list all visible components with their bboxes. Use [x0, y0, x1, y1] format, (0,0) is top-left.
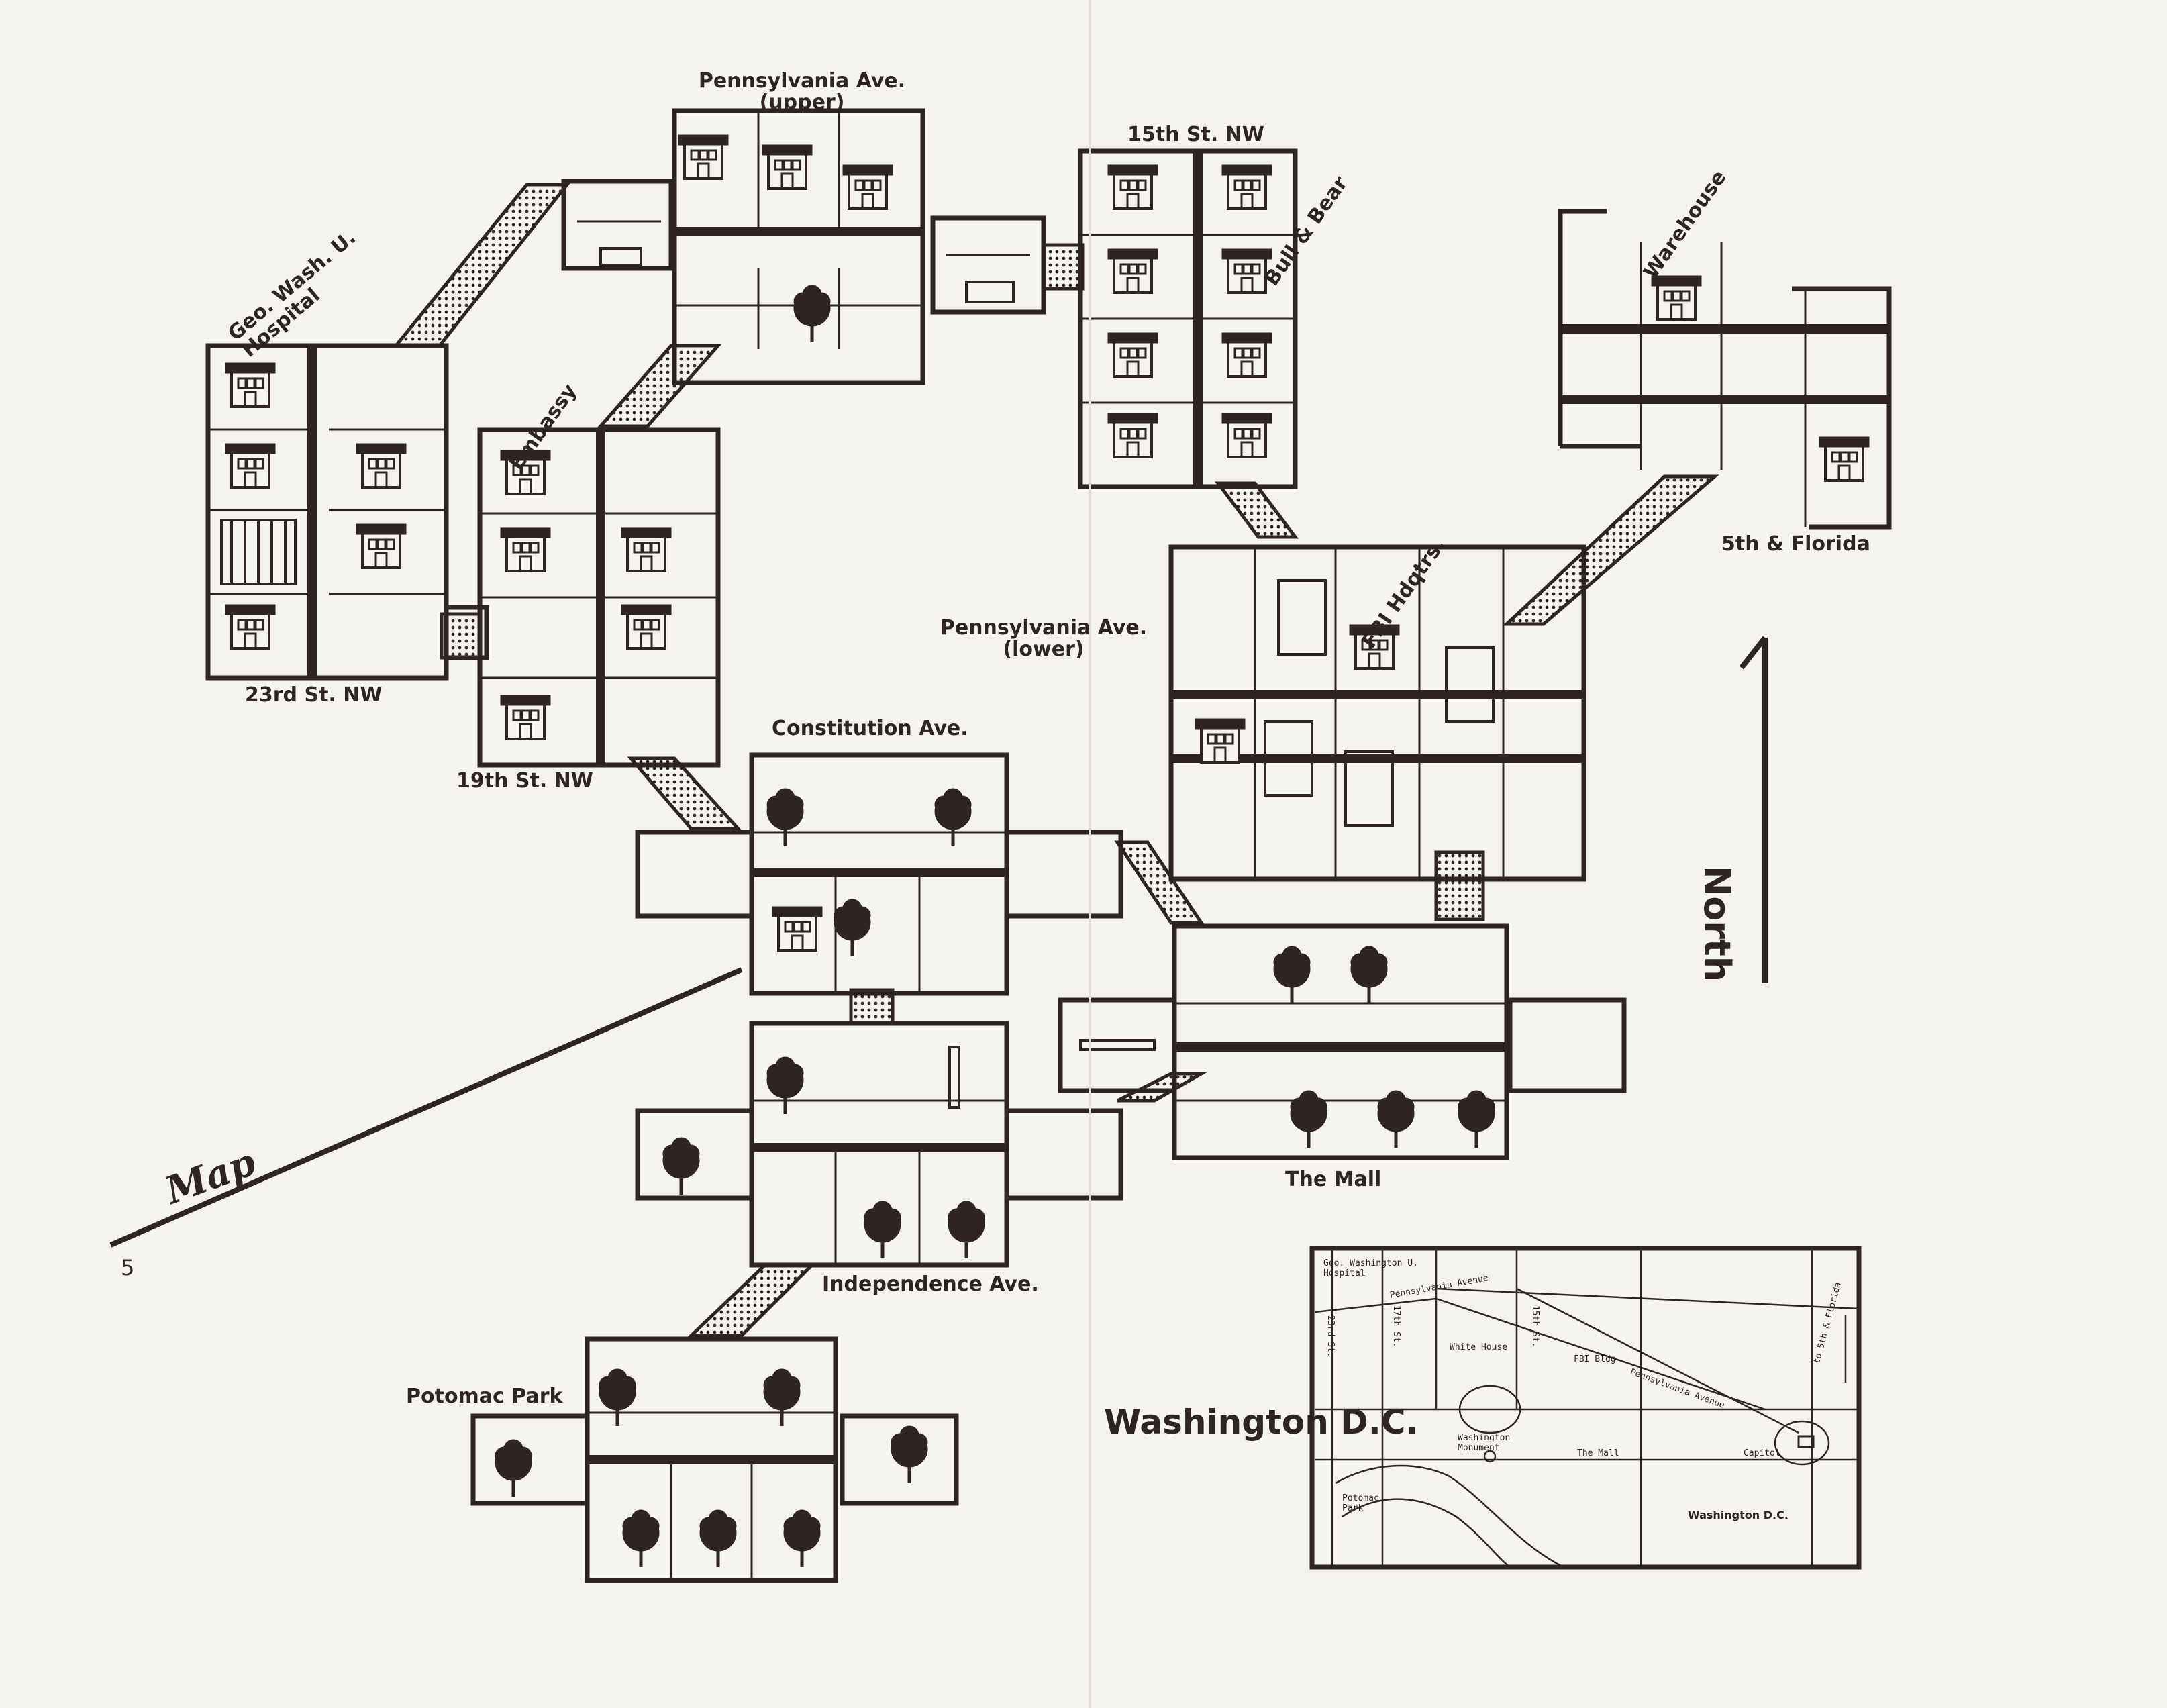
block-small-const-e [1004, 830, 1123, 919]
block-penn-lower [1168, 544, 1586, 882]
inset-label-hospital: Geo. Washington U. Hospital [1323, 1258, 1418, 1278]
inset-label-white-house: White House [1450, 1342, 1508, 1352]
block-independence [749, 1021, 1009, 1268]
block-small-pot-w [470, 1413, 590, 1506]
block-potomac [585, 1336, 838, 1583]
block-15th [1078, 148, 1298, 489]
inset-label-15th: 15th St. [1530, 1305, 1540, 1348]
inset-label-capitol: Capitol [1744, 1448, 1780, 1458]
block-small-ind-w [635, 1108, 754, 1201]
label-constitution: Constitution Ave. [772, 717, 968, 740]
map-underline [109, 967, 743, 1248]
inset-title: Washington D.C. [1104, 1403, 1419, 1442]
label-5th-florida: 5th & Florida [1721, 532, 1870, 556]
label-19th: 19th St. NW [456, 769, 593, 793]
label-potomac: Potomac Park [406, 1385, 563, 1408]
block-small-mall-e [1507, 997, 1627, 1093]
block-mall [1172, 923, 1509, 1160]
block-geo-wash [205, 343, 449, 681]
block-small-pot-e [840, 1413, 959, 1506]
label-penn-upper-line2: (upper) [759, 90, 845, 114]
connector-paths [392, 183, 1719, 1338]
label-15th: 15th St. NW [1127, 123, 1264, 146]
label-independence: Independence Ave. [822, 1272, 1039, 1296]
inset-label-monument: Washington Monument [1458, 1433, 1511, 1453]
inset-label-mall: The Mall [1577, 1448, 1619, 1458]
inset-label-23rd: 23rd St. [1325, 1315, 1336, 1358]
block-warehouse [1558, 209, 1892, 530]
block-small-ind-e [1004, 1108, 1123, 1201]
label-penn-lower-line2: (lower) [1003, 637, 1085, 661]
block-small-mall-w [1058, 997, 1177, 1093]
block-small-n [930, 215, 1046, 315]
label-penn-lower: Pennsylvania Ave. (lower) [929, 617, 1158, 660]
north-label: North [1696, 866, 1738, 983]
label-penn-upper: Pennsylvania Ave. (upper) [685, 70, 919, 113]
label-23rd: 23rd St. NW [245, 683, 383, 707]
inset-label-potomac: Potomac Park [1342, 1493, 1379, 1513]
label-mall: The Mall [1285, 1168, 1382, 1191]
inset-label-17th: 17th St. [1391, 1305, 1401, 1348]
label-penn-lower-line1: Pennsylvania Ave. [940, 616, 1148, 640]
label-penn-upper-line1: Pennsylvania Ave. [698, 69, 906, 93]
block-small-nw [561, 179, 674, 271]
inset-label-fbi: FBI Bldg [1574, 1354, 1616, 1364]
inset-map [1309, 1246, 1862, 1570]
block-embassy [477, 427, 721, 768]
block-small-const-w [635, 830, 754, 919]
block-penn-upper [672, 108, 925, 385]
block-constitution [749, 752, 1009, 996]
inset-label-dc: Washington D.C. [1688, 1509, 1788, 1521]
page-fold [1089, 0, 1091, 1708]
block-small-w1 [444, 605, 489, 660]
page-number: 5 [121, 1255, 135, 1280]
